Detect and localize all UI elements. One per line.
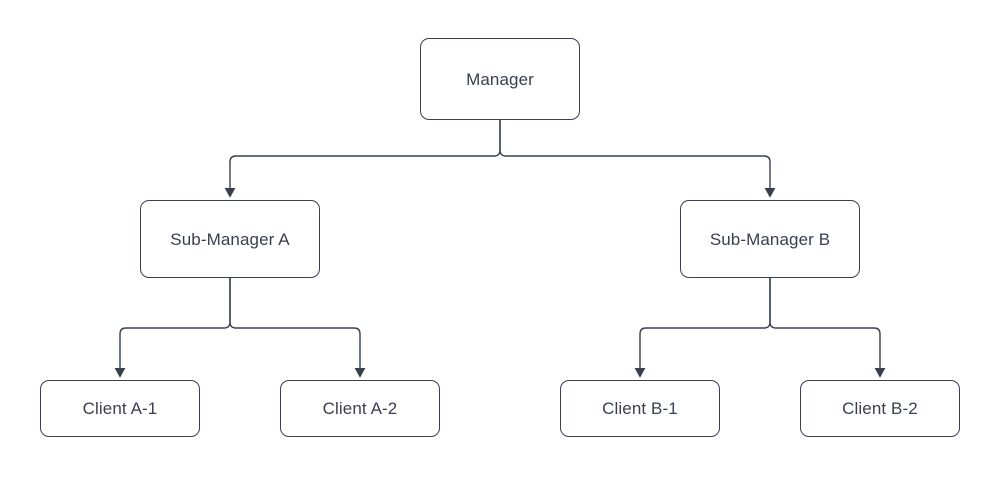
node-manager-label: Manager bbox=[466, 69, 534, 89]
node-sub-manager-b[interactable]: Sub-Manager B bbox=[680, 200, 860, 278]
node-sub-manager-b-label: Sub-Manager B bbox=[709, 229, 831, 249]
node-client-a2[interactable]: Client A-2 bbox=[280, 380, 440, 437]
edge-sub-manager-b-to-client-b2 bbox=[769, 278, 886, 378]
node-client-b2-label: Client B-2 bbox=[842, 399, 918, 418]
node-client-b1-label: Client B-1 bbox=[602, 399, 678, 418]
edge-manager-to-sub-manager-a bbox=[224, 120, 501, 198]
node-sub-manager-a[interactable]: Sub-Manager A bbox=[140, 200, 320, 278]
node-client-a1[interactable]: Client A-1 bbox=[40, 380, 200, 437]
node-client-a2-label: Client A-2 bbox=[322, 399, 398, 418]
edge-sub-manager-a-to-client-a2 bbox=[229, 278, 366, 378]
node-client-b2[interactable]: Client B-2 bbox=[800, 380, 960, 437]
node-client-b1[interactable]: Client B-1 bbox=[560, 380, 720, 437]
edge-sub-manager-b-to-client-b1 bbox=[634, 278, 771, 378]
node-manager[interactable]: Manager bbox=[420, 38, 580, 120]
node-sub-manager-a-label: Sub-Manager A bbox=[170, 229, 290, 249]
node-client-a1-label: Client A-1 bbox=[82, 399, 158, 418]
edge-sub-manager-a-to-client-a1 bbox=[114, 278, 231, 378]
edge-manager-to-sub-manager-b bbox=[499, 120, 776, 198]
